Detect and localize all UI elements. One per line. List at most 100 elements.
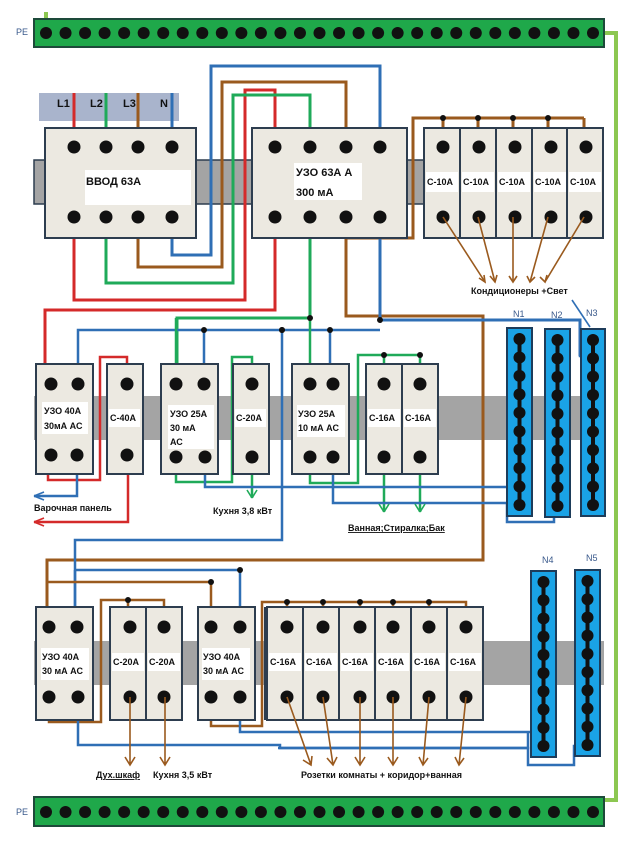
row2-wiring	[34, 318, 590, 620]
breaker-label: С-16А	[270, 657, 297, 667]
terminal-screw	[204, 620, 218, 634]
pe-terminal	[79, 27, 92, 39]
pe-terminal	[157, 806, 170, 818]
n-terminal	[581, 702, 594, 715]
pe-bar-top-terminals	[40, 27, 599, 39]
main-rcd-label-line1: УЗО 63А А	[296, 167, 352, 179]
pe-terminal	[528, 806, 541, 818]
n-bar-n1	[506, 327, 533, 517]
input-label-n: N	[160, 98, 168, 110]
terminal-screw	[303, 377, 317, 391]
terminal-screw	[70, 620, 84, 634]
pe-terminal	[118, 806, 131, 818]
terminal-screw	[44, 448, 58, 462]
pe-terminal	[567, 806, 580, 818]
terminal-screw	[303, 140, 317, 154]
n-bar-label-n5: N5	[586, 553, 598, 563]
terminal-screw	[44, 377, 58, 391]
n-terminal	[587, 389, 599, 401]
breaker-c10a-5: С-10А	[566, 127, 604, 239]
rcd-label-line1: УЗО 25А	[298, 409, 336, 419]
breaker-c10a-3: С-10А	[495, 127, 533, 239]
pe-terminal	[587, 27, 599, 39]
n-terminal	[513, 499, 526, 511]
pe-terminal	[137, 806, 150, 818]
pe-terminal	[215, 27, 228, 39]
pe-terminal	[254, 27, 267, 39]
terminal-screw	[71, 377, 85, 391]
main-rcd-label-line2: 300 мА	[296, 187, 334, 199]
pe-terminal	[313, 806, 326, 818]
terminal-screw	[67, 140, 81, 154]
terminal-screw	[42, 690, 56, 704]
n-terminal	[513, 369, 526, 382]
n-terminal	[537, 630, 550, 643]
n-bar-label-n2: N2	[551, 310, 563, 320]
terminal-screw	[472, 140, 486, 154]
terminal-screw	[472, 210, 486, 224]
pe-terminal	[547, 806, 560, 818]
load-label-hob: Варочная панель	[34, 503, 112, 513]
n-terminal	[537, 685, 550, 698]
breaker-label: С-16А	[342, 657, 369, 667]
n-terminal	[513, 425, 526, 438]
n-terminal	[551, 481, 564, 494]
terminal-screw	[233, 690, 247, 704]
breaker-c20a-kitchen: С-20А	[232, 363, 270, 475]
input-label-l1: L1	[57, 98, 70, 110]
breaker-label: С-10А	[570, 177, 597, 187]
terminal-screw	[131, 210, 145, 224]
breaker-label: С-16А	[405, 413, 432, 423]
n-terminal	[581, 575, 594, 587]
terminal-screw	[316, 620, 330, 634]
terminal-screw	[42, 620, 56, 634]
terminal-screw	[123, 620, 137, 634]
terminal-screw	[422, 620, 436, 634]
breaker-label: С-16А	[450, 657, 477, 667]
pe-terminal	[293, 27, 306, 39]
load-arrows	[33, 216, 591, 767]
breaker-c10a-4: С-10А	[531, 127, 569, 239]
terminal-screw	[99, 140, 113, 154]
pe-terminal	[176, 806, 189, 818]
terminal-screw	[99, 210, 113, 224]
pe-terminal	[489, 27, 502, 39]
pe-terminal	[391, 27, 404, 39]
load-label-bath: Ванная;Стиралка;Бак	[348, 523, 445, 533]
breaker-label: С-10А	[427, 177, 454, 187]
rcd-label-line2: 10 мА АС	[298, 423, 339, 433]
input-label-l2: L2	[90, 98, 103, 110]
n-terminal	[587, 370, 599, 383]
terminal-screw	[67, 210, 81, 224]
pe-terminal	[98, 806, 111, 818]
pe-terminal	[40, 806, 52, 818]
terminal-screw	[120, 377, 134, 391]
n-terminal	[581, 629, 594, 642]
pe-terminal	[489, 806, 502, 818]
pe-terminal	[98, 27, 111, 39]
main-switch-vvod-63a: ВВОД 63А	[44, 127, 197, 239]
n-terminal	[513, 480, 526, 493]
breaker-c16a-sockets-2: С-16А	[302, 606, 340, 721]
pe-terminal	[313, 27, 326, 39]
n-bar-n5	[574, 569, 601, 757]
terminal-screw	[71, 690, 85, 704]
terminal-screw	[303, 450, 317, 464]
n-terminal	[581, 684, 594, 697]
pe-terminal	[157, 27, 170, 39]
n-terminal	[587, 352, 599, 365]
rcd-label-line1: УЗО 25А	[170, 409, 208, 419]
pe-terminal	[196, 806, 209, 818]
load-label-ac-light: Кондиционеры +Свет	[471, 286, 568, 296]
n-terminal	[537, 648, 550, 661]
terminal-screw	[377, 450, 391, 464]
rcd-label-line2: 30 мА	[170, 423, 196, 433]
n-bar-label-n1: N1	[513, 309, 525, 319]
n-terminal	[587, 407, 599, 420]
n-terminal	[551, 352, 564, 365]
n-bar-n3	[580, 328, 606, 517]
terminal-screw	[413, 450, 427, 464]
